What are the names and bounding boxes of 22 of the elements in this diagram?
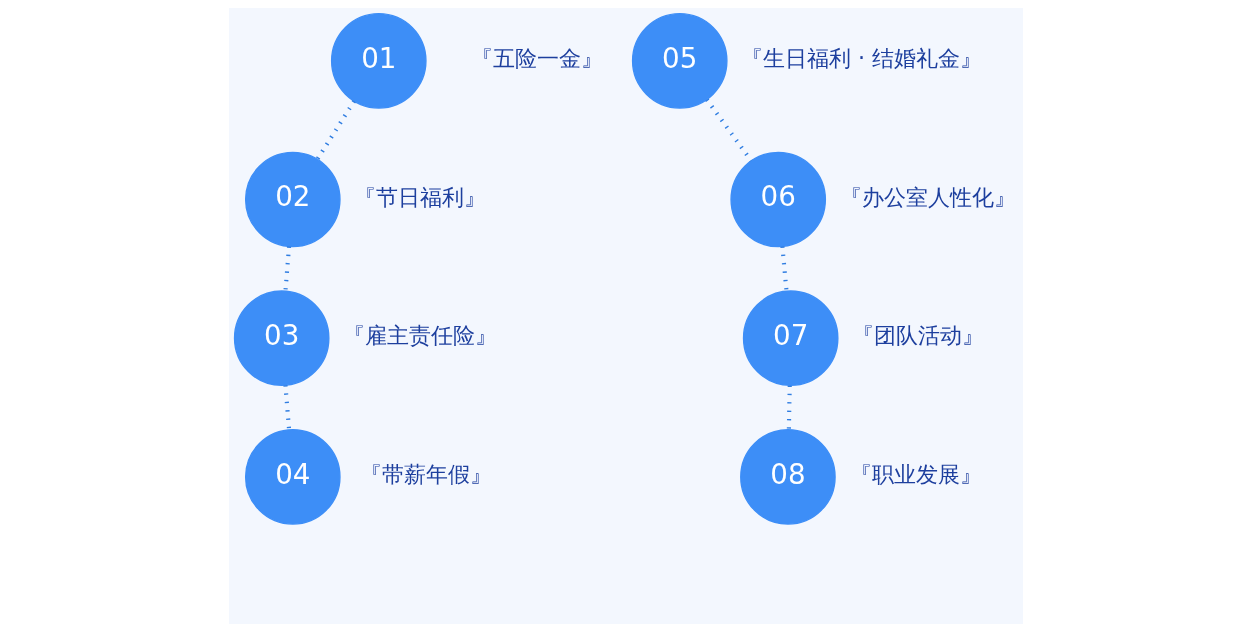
connector [705, 98, 753, 162]
node-circle: 06 [730, 151, 827, 248]
node-label: 『带薪年假』 [359, 461, 492, 488]
node-label: 『雇主责任险』 [343, 322, 498, 349]
connector [283, 385, 292, 430]
node-circle: 01 [330, 12, 427, 109]
node-label: 『职业发展』 [849, 461, 982, 488]
node-label: 『节日福利』 [354, 183, 487, 210]
node-circle: 03 [233, 290, 330, 387]
node-circle: 02 [244, 151, 341, 248]
connector [780, 246, 789, 292]
node-circle: 08 [740, 429, 836, 525]
node-circle: 07 [742, 290, 839, 387]
node-label: 『团队活动』 [852, 322, 985, 349]
node-circle: 05 [631, 12, 728, 109]
node-label: 『生日福利 · 结婚礼金』 [740, 45, 983, 72]
connector [283, 246, 292, 292]
node-circle: 04 [244, 429, 341, 525]
connector [315, 100, 356, 161]
node-label: 『五险一金』 [470, 45, 603, 72]
connector [786, 385, 792, 430]
node-label: 『办公室人性化』 [840, 183, 1016, 210]
